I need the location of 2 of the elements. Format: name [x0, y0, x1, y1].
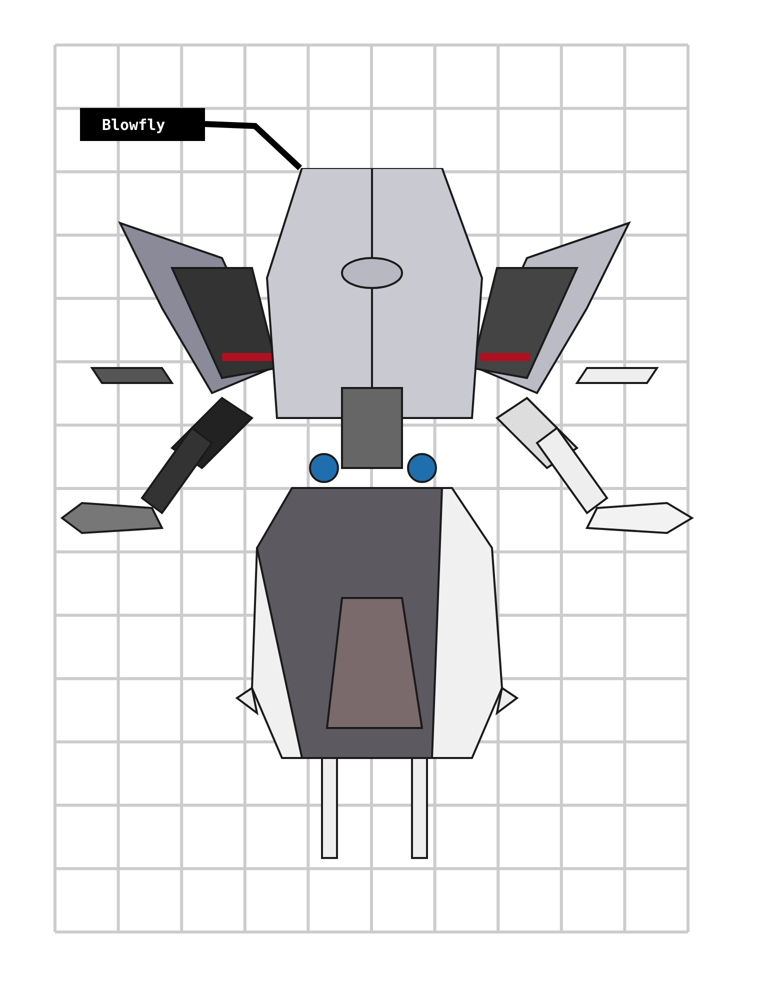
name-tag: Blowfly: [80, 108, 205, 141]
leader-line: [204, 121, 302, 170]
